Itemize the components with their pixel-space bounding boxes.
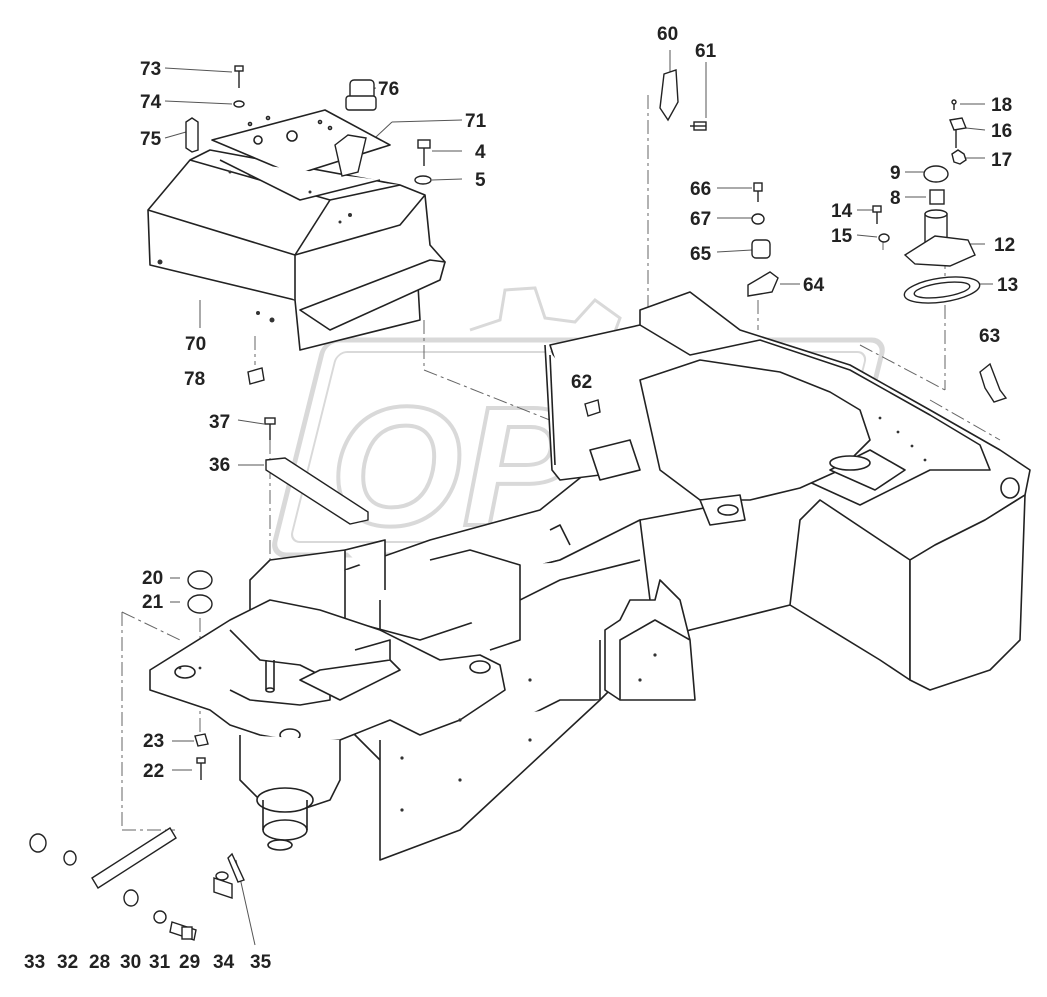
callout-labels: 60 61 18 16 17 9 8 14 15 12 13 66 67 65 … (24, 24, 1018, 973)
washer-32 (63, 850, 77, 866)
callout-8: 8 (890, 188, 901, 209)
frame-holes (178, 416, 927, 812)
small-parts (29, 65, 1008, 941)
callout-20: 20 (142, 568, 163, 589)
strap-36 (265, 457, 369, 525)
nut-33 (29, 833, 47, 853)
callout-12: 12 (994, 235, 1015, 256)
callout-9: 9 (890, 163, 901, 184)
bracket-62 (584, 399, 601, 417)
bolt-61 (690, 121, 707, 131)
callout-75: 75 (140, 129, 162, 150)
nut-78 (247, 367, 265, 385)
callout-17: 17 (991, 150, 1012, 171)
link-bar-28 (91, 827, 177, 889)
callout-30: 30 (120, 952, 141, 973)
bolt-22 (196, 757, 206, 780)
nut-30 (123, 889, 139, 907)
washer-74 (233, 100, 245, 108)
callout-15: 15 (831, 226, 853, 247)
tank-cover-70 (147, 109, 446, 351)
callout-66: 66 (690, 179, 711, 200)
nut-23 (194, 733, 209, 747)
vent-16 (949, 117, 967, 148)
callout-34: 34 (213, 952, 235, 973)
nut-67 (751, 213, 765, 225)
washer-15 (878, 233, 890, 243)
cap-9 (923, 165, 949, 183)
tank-holes (157, 170, 352, 323)
filler-cap-76 (345, 79, 377, 111)
bracket-63 (979, 362, 1008, 403)
callout-13: 13 (997, 275, 1018, 296)
washer-5 (414, 175, 432, 185)
callout-61: 61 (695, 41, 717, 62)
bracket-60 (659, 69, 679, 122)
callout-16: 16 (991, 121, 1012, 142)
callout-71: 71 (465, 111, 487, 132)
bolt-29 (169, 921, 197, 941)
callout-74: 74 (140, 92, 162, 113)
clip-75 (185, 117, 199, 153)
callout-21: 21 (142, 592, 164, 613)
callout-73: 73 (140, 59, 161, 80)
clip-35 (227, 852, 245, 883)
bolt-14 (872, 205, 882, 224)
callout-14: 14 (831, 201, 853, 222)
strainer-8 (929, 189, 945, 205)
screw-18 (951, 99, 957, 110)
callout-33: 33 (24, 952, 45, 973)
callout-63: 63 (979, 326, 1000, 347)
callout-60: 60 (657, 24, 678, 45)
callout-5: 5 (475, 170, 486, 191)
washer-31 (153, 910, 167, 924)
callout-23: 23 (143, 731, 164, 752)
bolt-66 (753, 182, 763, 202)
callout-4: 4 (475, 142, 486, 163)
bracket-64 (747, 271, 779, 297)
callout-62: 62 (571, 372, 592, 393)
callout-28: 28 (89, 952, 110, 973)
bolt-37 (264, 417, 276, 440)
cap-20 (187, 570, 213, 590)
callout-35: 35 (250, 952, 272, 973)
main-frame (149, 291, 1031, 861)
callout-32: 32 (57, 952, 78, 973)
bolt-73 (234, 65, 244, 88)
spacer-65 (751, 239, 771, 259)
callout-65: 65 (690, 244, 712, 265)
callout-70: 70 (185, 334, 206, 355)
filler-neck-71 (334, 134, 367, 177)
bolt-4 (417, 139, 431, 166)
callout-18: 18 (991, 95, 1012, 116)
gasket-13 (903, 276, 981, 304)
callout-22: 22 (143, 761, 164, 782)
mount-21 (187, 594, 213, 614)
pin-34 (213, 871, 233, 899)
washer-17 (951, 149, 967, 165)
callout-64: 64 (803, 275, 825, 296)
callout-76: 76 (378, 79, 399, 100)
callout-36: 36 (209, 455, 230, 476)
callout-31: 31 (149, 952, 171, 973)
callout-78: 78 (184, 369, 205, 390)
callout-67: 67 (690, 209, 711, 230)
filler-pipe-12 (903, 209, 976, 267)
callout-37: 37 (209, 412, 230, 433)
callout-29: 29 (179, 952, 200, 973)
